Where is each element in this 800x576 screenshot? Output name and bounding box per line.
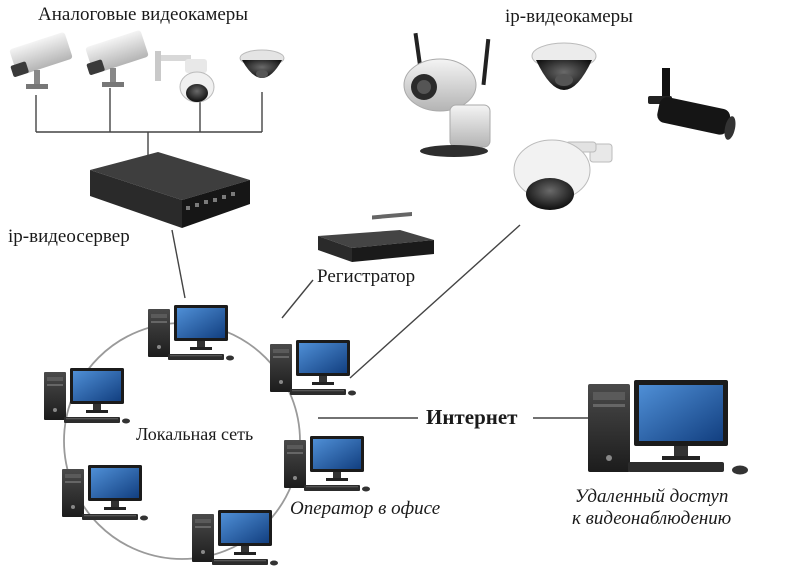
ip-cameras-label: ip-видеокамеры (505, 6, 633, 27)
lan-computer-bottom (192, 510, 278, 566)
internet-label: Интернет (426, 405, 518, 429)
analog-cameras-label: Аналоговые видеокамеры (38, 4, 249, 25)
ip-wifi-camera (403, 32, 491, 157)
local-network-label: Локальная сеть (136, 424, 254, 444)
analog-ptz-camera (155, 51, 215, 103)
analog-box-camera-1 (9, 32, 73, 89)
dvr-recorder (318, 211, 434, 262)
ip-video-server-label: ip-видеосервер (8, 226, 130, 247)
lan-computer-top (148, 305, 234, 361)
analog-bus-lines (35, 88, 590, 419)
remote-access-line-2: к видеонаблюдению (572, 508, 732, 529)
ip-ptz-camera (513, 139, 613, 210)
recorder-label: Регистратор (317, 266, 416, 287)
ip-video-server (90, 152, 250, 228)
analog-box-camera-2 (85, 30, 149, 87)
ip-bullet-camera (648, 68, 736, 140)
lan-computer-left (44, 368, 130, 424)
remote-access-label: Удаленный доступ к видеонаблюдению (572, 486, 731, 530)
operator-label: Оператор в офисе (290, 498, 441, 519)
lan-computer-right-top (270, 340, 356, 396)
lan-computer-bottom-left (62, 465, 148, 521)
remote-access-line-1: Удаленный доступ (574, 486, 729, 507)
analog-dome-camera (239, 49, 285, 78)
lan-computer-operator (284, 436, 370, 492)
remote-computer (588, 380, 748, 475)
ip-dome-camera (531, 42, 597, 90)
